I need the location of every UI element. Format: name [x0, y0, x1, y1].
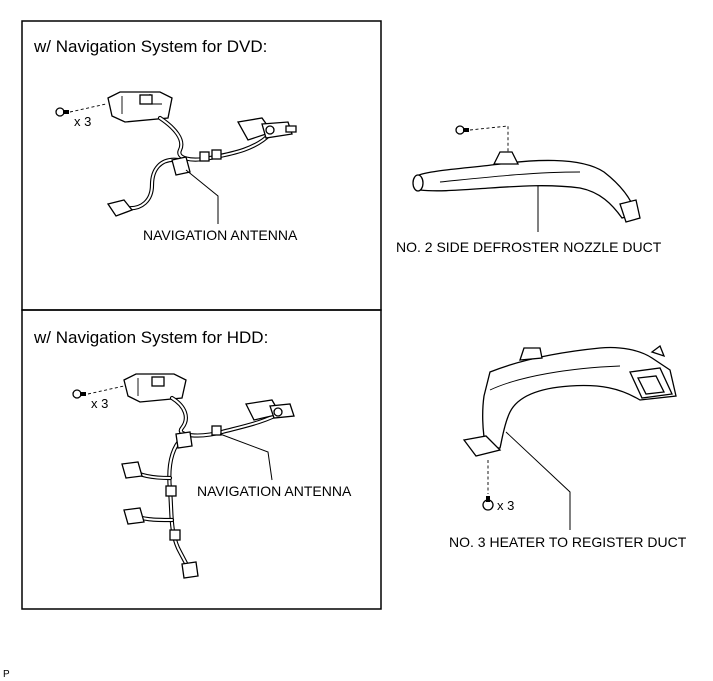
- heater-part-label: NO. 3 HEATER TO REGISTER DUCT: [449, 534, 687, 550]
- dvd-qty: x 3: [74, 114, 91, 129]
- side-defroster-nozzle-duct: [412, 151, 641, 223]
- dvd-panel-title: w/ Navigation System for DVD:: [33, 37, 267, 56]
- heater-to-register-duct: [462, 344, 677, 457]
- heater-qty: x 3: [497, 498, 514, 513]
- hdd-screw-icon: [72, 389, 86, 399]
- hdd-panel-frame: [21, 309, 382, 610]
- hdd-panel-title: w/ Navigation System for HDD:: [33, 328, 268, 347]
- hdd-navigation-antenna: [121, 373, 295, 579]
- defroster-screw-icon: [455, 125, 469, 135]
- hdd-part-label: NAVIGATION ANTENNA: [197, 483, 352, 499]
- dvd-panel-frame: [21, 20, 382, 311]
- dvd-screw-icon: [55, 107, 69, 117]
- corner-mark: P: [3, 669, 10, 680]
- hdd-qty: x 3: [91, 396, 108, 411]
- dvd-navigation-antenna: [106, 91, 297, 217]
- dvd-part-label: NAVIGATION ANTENNA: [143, 227, 298, 243]
- heater-screw-icon: [482, 496, 494, 511]
- defroster-part-label: NO. 2 SIDE DEFROSTER NOZZLE DUCT: [396, 239, 662, 255]
